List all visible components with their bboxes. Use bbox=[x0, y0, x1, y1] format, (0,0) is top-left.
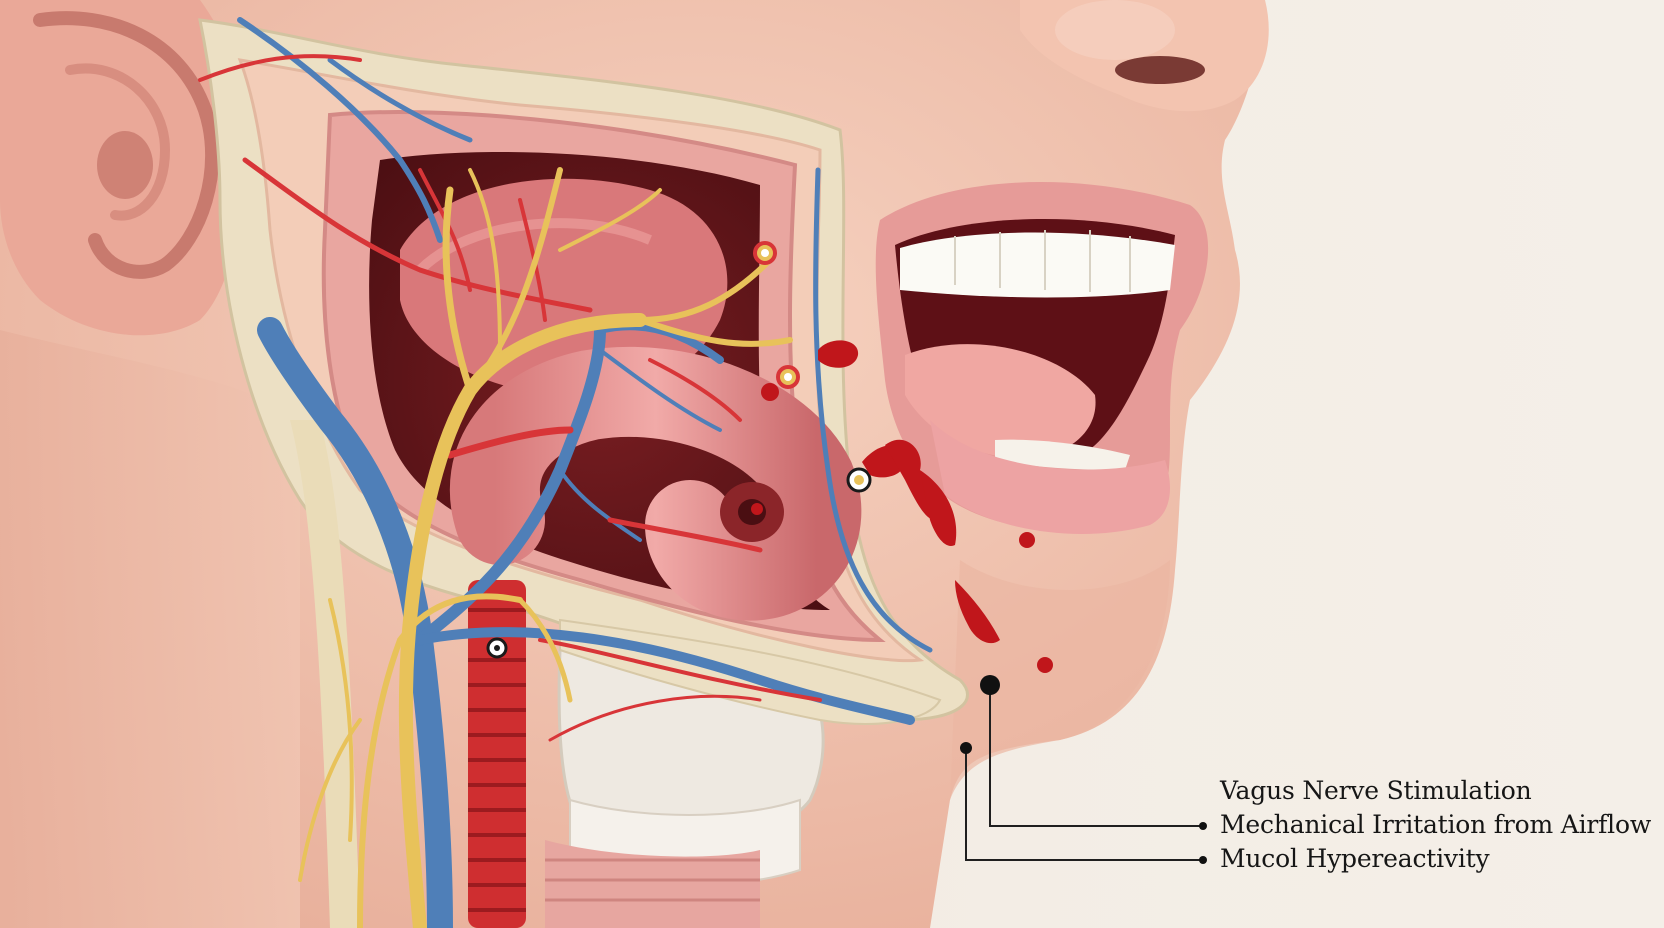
nerve-branches-icon bbox=[298, 167, 793, 928]
tongue bbox=[905, 344, 1096, 459]
leader-lines bbox=[965, 685, 1203, 861]
mouth-icon bbox=[875, 182, 1209, 534]
artery-network bbox=[198, 54, 822, 742]
vein-network bbox=[237, 17, 933, 928]
upper-teeth bbox=[900, 232, 1175, 298]
label-mucol-hypereactivity: Mucol Hypereactivity bbox=[1220, 844, 1490, 873]
node-markers bbox=[486, 241, 872, 659]
ear-icon bbox=[0, 0, 246, 336]
label-vagus-nerve-stimulation: Vagus Nerve Stimulation bbox=[1220, 776, 1532, 805]
nose-icon bbox=[1020, 0, 1269, 112]
label-mechanical-irritation: Mechanical Irritation from Airflow bbox=[1220, 810, 1652, 839]
leader-dots-icon bbox=[960, 675, 1207, 864]
trachea-icon bbox=[468, 580, 526, 928]
blood-drops-icon bbox=[751, 340, 1053, 673]
